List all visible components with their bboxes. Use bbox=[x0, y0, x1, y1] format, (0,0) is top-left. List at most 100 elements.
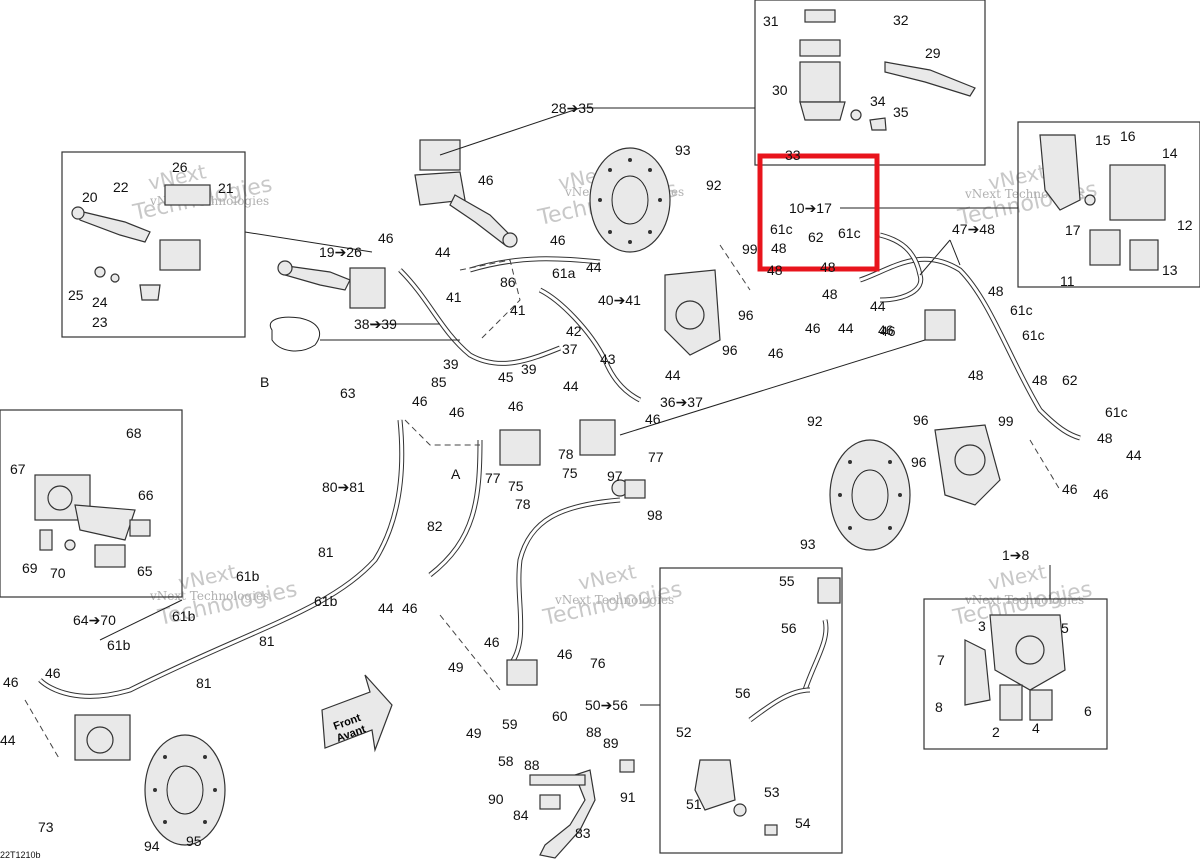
label-43: 43 bbox=[600, 351, 616, 367]
label-41: 41 bbox=[446, 289, 462, 305]
label-91: 91 bbox=[620, 789, 636, 805]
label-46: 46 bbox=[3, 674, 19, 690]
label-46: 46 bbox=[484, 634, 500, 650]
label-46: 46 bbox=[805, 320, 821, 336]
label-88: 88 bbox=[586, 724, 602, 740]
label-58: 58 bbox=[498, 753, 514, 769]
label-5: 5 bbox=[1061, 620, 1069, 636]
rear-caliper-detail bbox=[1039, 134, 1166, 271]
label-48: 48 bbox=[988, 283, 1004, 299]
label-99: 99 bbox=[742, 241, 758, 257]
right-caliper-detail bbox=[964, 614, 1066, 721]
label-45: 45 bbox=[498, 369, 514, 385]
label-4: 4 bbox=[1032, 720, 1040, 736]
label-54: 54 bbox=[795, 815, 811, 831]
label-b: B bbox=[260, 374, 269, 390]
label-97: 97 bbox=[607, 468, 623, 484]
label-2: 2 bbox=[992, 724, 1000, 740]
label-59: 59 bbox=[502, 716, 518, 732]
label-61b: 61b bbox=[172, 608, 196, 624]
label-32: 32 bbox=[893, 12, 909, 28]
brake-disc-right bbox=[829, 439, 911, 551]
label-46: 46 bbox=[412, 393, 428, 409]
label-12: 12 bbox=[1177, 217, 1193, 233]
label-92: 92 bbox=[706, 177, 722, 193]
left-lever-detail-box bbox=[61, 151, 246, 338]
label-44: 44 bbox=[378, 600, 394, 616]
label-29: 29 bbox=[925, 45, 941, 61]
label-56: 56 bbox=[781, 620, 797, 636]
label-37: 37 bbox=[562, 341, 578, 357]
label-90: 90 bbox=[488, 791, 504, 807]
label-48: 48 bbox=[822, 286, 838, 302]
label-61b: 61b bbox=[314, 593, 338, 609]
label-46: 46 bbox=[768, 345, 784, 361]
label-44: 44 bbox=[586, 259, 602, 275]
part-labels: 31 32 29 30 34 35 33 28➔35 93 92 46 15 1… bbox=[0, 12, 1193, 860]
label-19-26: 19➔26 bbox=[319, 244, 362, 260]
label-47-48: 47➔48 bbox=[952, 221, 995, 237]
label-61a: 61a bbox=[552, 265, 576, 281]
master-cylinder-assembly bbox=[799, 9, 976, 131]
label-22: 22 bbox=[113, 179, 129, 195]
label-81: 81 bbox=[196, 675, 212, 691]
label-92: 92 bbox=[807, 413, 823, 429]
label-68: 68 bbox=[126, 425, 142, 441]
label-39: 39 bbox=[443, 356, 459, 372]
label-94: 94 bbox=[144, 838, 160, 854]
brake-disc-top bbox=[589, 147, 671, 253]
label-80-81: 80➔81 bbox=[322, 479, 365, 495]
label-46: 46 bbox=[557, 646, 573, 662]
label-46: 46 bbox=[1093, 486, 1109, 502]
label-61c: 61c bbox=[770, 221, 793, 237]
label-75: 75 bbox=[508, 478, 524, 494]
label-1-8: 1➔8 bbox=[1002, 547, 1030, 563]
left-caliper-detail-box bbox=[0, 409, 183, 598]
label-46: 46 bbox=[878, 322, 894, 338]
label-46: 46 bbox=[1062, 481, 1078, 497]
label-53: 53 bbox=[764, 784, 780, 800]
label-46: 46 bbox=[880, 323, 896, 339]
label-83: 83 bbox=[575, 825, 591, 841]
label-93: 93 bbox=[675, 142, 691, 158]
label-64-70: 64➔70 bbox=[73, 612, 116, 628]
label-70: 70 bbox=[50, 565, 66, 581]
label-25: 25 bbox=[68, 287, 84, 303]
label-95: 95 bbox=[186, 833, 202, 849]
label-44: 44 bbox=[665, 367, 681, 383]
label-46: 46 bbox=[550, 232, 566, 248]
label-84: 84 bbox=[513, 807, 529, 823]
right-handlebar-lever bbox=[414, 139, 518, 248]
label-51: 51 bbox=[686, 796, 702, 812]
label-44: 44 bbox=[0, 732, 16, 748]
leader-lines bbox=[24, 107, 1061, 761]
label-67: 67 bbox=[10, 461, 26, 477]
label-14: 14 bbox=[1162, 145, 1178, 161]
label-46: 46 bbox=[478, 172, 494, 188]
label-49: 49 bbox=[448, 659, 464, 675]
label-76: 76 bbox=[590, 655, 606, 671]
label-17: 17 bbox=[1065, 222, 1081, 238]
bottom-left-caliper bbox=[74, 714, 131, 761]
label-75: 75 bbox=[562, 465, 578, 481]
label-69: 69 bbox=[22, 560, 38, 576]
reservoir-detail bbox=[694, 577, 841, 836]
master-cylinder-detail-box bbox=[754, 0, 986, 166]
label-16: 16 bbox=[1120, 128, 1136, 144]
label-34: 34 bbox=[870, 93, 886, 109]
brake-hoses bbox=[38, 232, 1081, 723]
label-93: 93 bbox=[800, 536, 816, 552]
center-caliper-right bbox=[934, 424, 1001, 506]
label-77: 77 bbox=[485, 470, 501, 486]
label-77: 77 bbox=[648, 449, 664, 465]
label-46: 46 bbox=[402, 600, 418, 616]
rear-caliper-detail-box bbox=[1017, 121, 1200, 288]
label-82: 82 bbox=[427, 518, 443, 534]
label-60: 60 bbox=[552, 708, 568, 724]
label-85: 85 bbox=[431, 374, 447, 390]
label-33: 33 bbox=[785, 147, 801, 163]
label-40-41: 40➔41 bbox=[598, 292, 641, 308]
left-caliper-detail bbox=[34, 474, 151, 568]
